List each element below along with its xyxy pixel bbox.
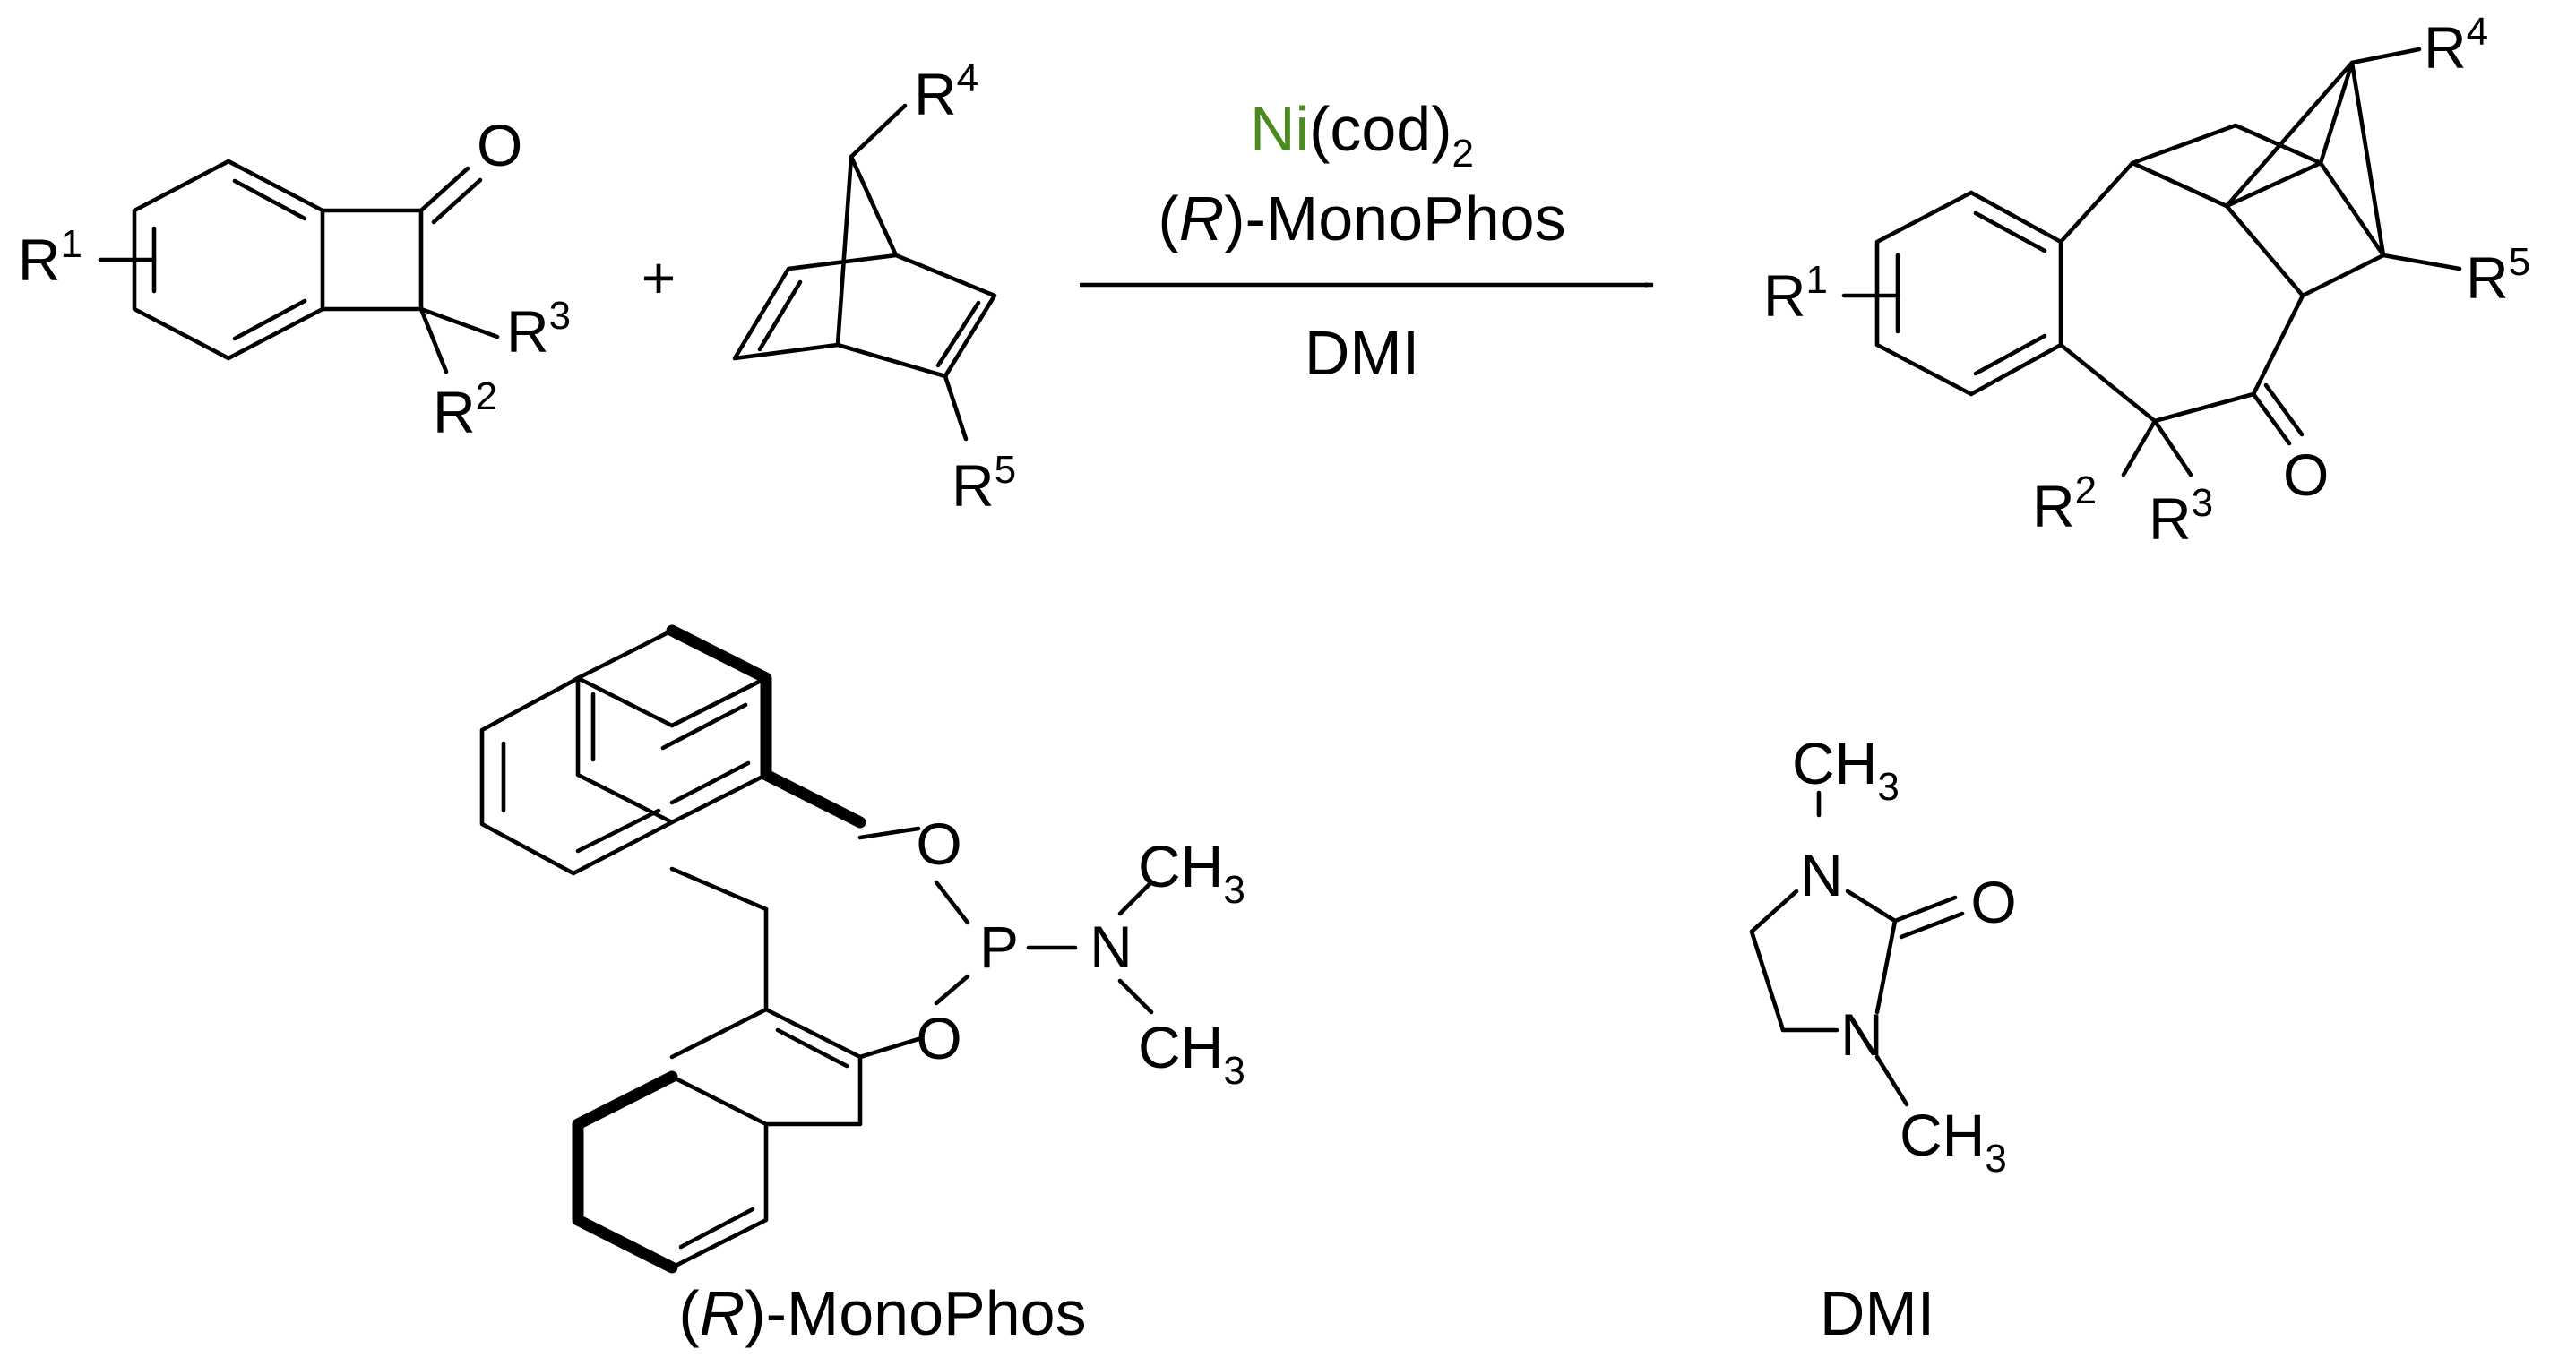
catalyst-subscript: 2 bbox=[1452, 132, 1474, 176]
benzocyclobutenone-bonds bbox=[98, 159, 500, 374]
svg-text:R5: R5 bbox=[2466, 240, 2530, 311]
monophos-bold-bonds bbox=[572, 624, 866, 1274]
monophos-structure: O O P N CH3 CH3 (R)-MonoPhos bbox=[479, 624, 1245, 1348]
product-r2-label: R bbox=[2032, 473, 2075, 539]
monophos-methyl-bottom-subscript: 3 bbox=[1223, 1049, 1245, 1093]
product-r4-label: R bbox=[2424, 14, 2467, 81]
product-r5-label: R bbox=[2466, 245, 2509, 311]
r5-label: R bbox=[952, 452, 995, 519]
monophos-methyl-top: CH bbox=[1138, 833, 1223, 899]
ligand-stereo-descriptor: R bbox=[1179, 184, 1225, 253]
monophos-phosphorus: P bbox=[979, 914, 1019, 980]
svg-text:R5: R5 bbox=[952, 448, 1016, 519]
dmi-nitrogen-bottom: N bbox=[1840, 1001, 1883, 1068]
product-r5-superscript: 5 bbox=[2509, 240, 2530, 284]
product-carbonyl-oxygen: O bbox=[2283, 442, 2329, 508]
product-r2-superscript: 2 bbox=[2075, 468, 2097, 512]
dmi-bonds bbox=[1749, 790, 1965, 1107]
r4-superscript: 4 bbox=[957, 56, 978, 100]
svg-text:R4: R4 bbox=[914, 56, 978, 127]
svg-text:Ni(cod)2: Ni(cod)2 bbox=[1250, 94, 1474, 176]
svg-text:CH3: CH3 bbox=[1138, 833, 1245, 912]
r1-label: R bbox=[18, 227, 61, 293]
svg-text:CH3: CH3 bbox=[1900, 1102, 2007, 1181]
monophos-methyl-bottom: CH bbox=[1138, 1014, 1223, 1080]
dmi-methyl-top-subscript: 3 bbox=[1877, 765, 1899, 809]
monophos-caption-name: )-MonoPhos bbox=[745, 1278, 1086, 1348]
product-r3-label: R bbox=[2149, 485, 2192, 552]
svg-text:CH3: CH3 bbox=[1792, 730, 1900, 809]
r4-label: R bbox=[914, 61, 957, 127]
dmi-methyl-top: CH bbox=[1792, 730, 1877, 796]
svg-text:R3: R3 bbox=[506, 294, 571, 365]
r1-superscript: 1 bbox=[61, 222, 82, 266]
svg-text:R1: R1 bbox=[1763, 258, 1828, 329]
r3-label: R bbox=[506, 298, 549, 365]
monophos-caption-stereo: R bbox=[700, 1278, 745, 1348]
dmi-methyl-bottom-subscript: 3 bbox=[1985, 1137, 2006, 1181]
svg-text:R4: R4 bbox=[2424, 10, 2488, 81]
monophos-oxygen-bottom: O bbox=[916, 1005, 961, 1071]
svg-text:(R)-MonoPhos: (R)-MonoPhos bbox=[1158, 184, 1565, 253]
ligand-open-paren: ( bbox=[1158, 184, 1178, 253]
carbonyl-oxygen: O bbox=[477, 112, 522, 178]
svg-text:(R)-MonoPhos: (R)-MonoPhos bbox=[678, 1278, 1086, 1348]
svg-text:CH3: CH3 bbox=[1138, 1014, 1245, 1093]
plus-sign: + bbox=[642, 245, 676, 311]
product: R1 R4 R5 R2 R3 O bbox=[1763, 10, 2530, 552]
reaction-conditions: Ni(cod)2 (R)-MonoPhos DMI bbox=[1080, 94, 1654, 388]
r3-superscript: 3 bbox=[549, 294, 571, 338]
dmi-oxygen: O bbox=[1970, 869, 2016, 935]
norbornadiene-bonds bbox=[732, 103, 997, 442]
catalyst-metal: Ni bbox=[1250, 94, 1309, 164]
r5-superscript: 5 bbox=[995, 448, 1016, 492]
dmi-nitrogen-top: N bbox=[1800, 842, 1843, 908]
product-r1-label: R bbox=[1763, 262, 1806, 329]
ligand-name: )-MonoPhos bbox=[1224, 184, 1565, 253]
norbornadiene: R4 R5 bbox=[732, 56, 1016, 519]
monophos-caption-open: ( bbox=[678, 1278, 699, 1348]
svg-text:R1: R1 bbox=[18, 222, 82, 293]
svg-text:R3: R3 bbox=[2149, 481, 2213, 552]
monophos-oxygen-top: O bbox=[916, 811, 961, 877]
monophos-methyl-top-subscript: 3 bbox=[1223, 868, 1245, 912]
svg-text:R2: R2 bbox=[2032, 468, 2097, 539]
benzocyclobutenone: R1 R3 R2 O bbox=[18, 112, 571, 445]
r2-label: R bbox=[433, 379, 476, 445]
dmi-methyl-bottom: CH bbox=[1900, 1102, 1985, 1168]
svg-text:R2: R2 bbox=[433, 374, 497, 445]
dmi-structure: N N O CH3 CH3 DMI bbox=[1749, 730, 2017, 1348]
monophos-nitrogen: N bbox=[1090, 914, 1133, 980]
catalyst-ligand: (cod) bbox=[1309, 94, 1452, 164]
r2-superscript: 2 bbox=[476, 374, 497, 418]
dmi-caption: DMI bbox=[1820, 1278, 1934, 1348]
product-r3-superscript: 3 bbox=[2192, 481, 2213, 525]
solvent-label: DMI bbox=[1305, 318, 1419, 388]
product-bonds bbox=[1841, 47, 2462, 477]
product-r1-superscript: 1 bbox=[1806, 258, 1828, 302]
product-r4-superscript: 4 bbox=[2467, 10, 2488, 54]
